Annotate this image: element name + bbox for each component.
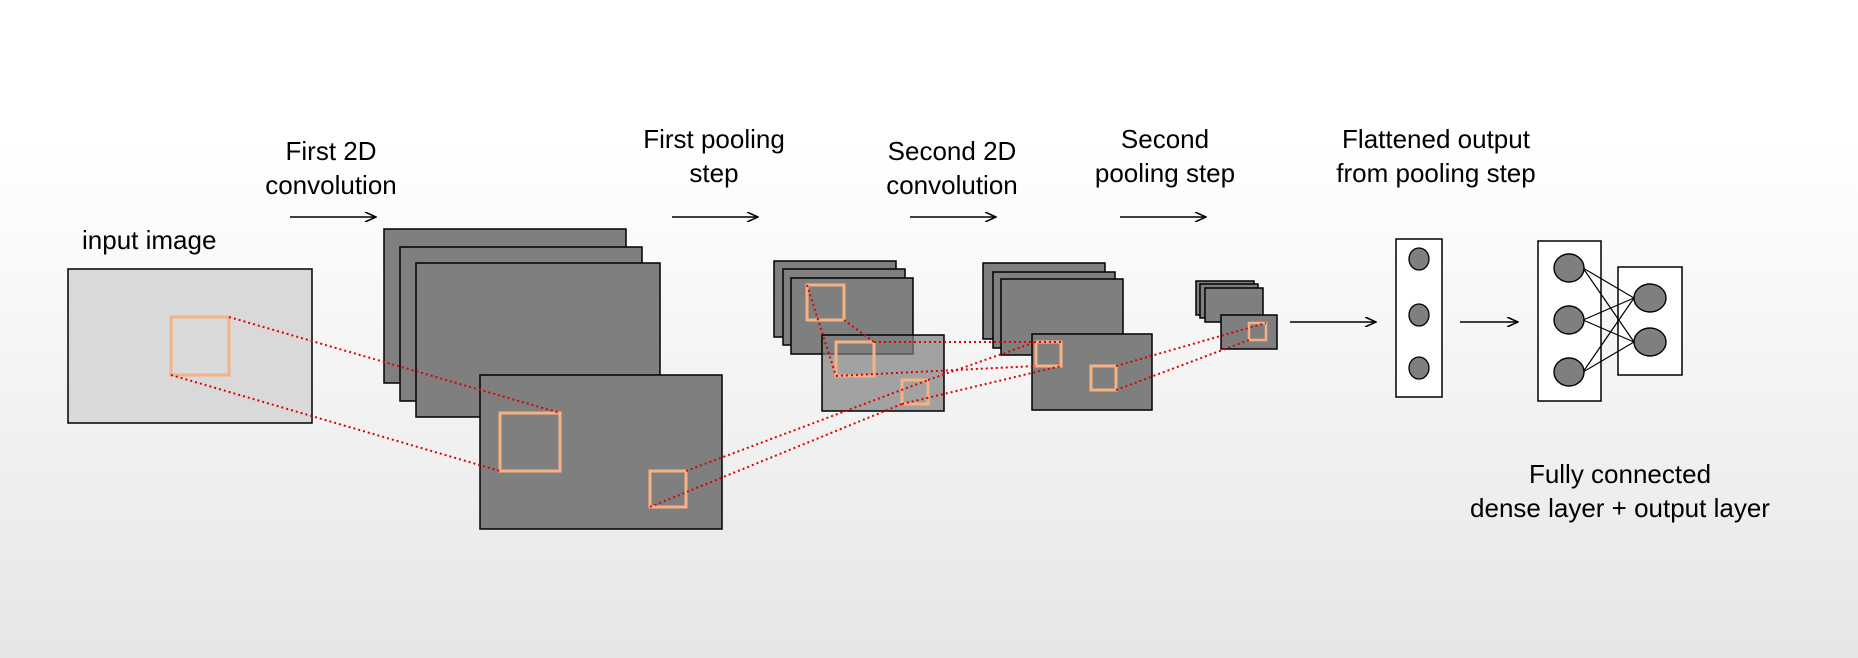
input-image (67, 268, 313, 424)
dense-node (1553, 357, 1585, 387)
label-dense-line1: Fully connected (1528, 459, 1712, 489)
output-node (1633, 327, 1667, 357)
dense-node (1553, 305, 1585, 335)
label-first-conv-line1: First 2D (285, 136, 377, 166)
flattened-node (1408, 303, 1430, 327)
conv2-kernel-window-small (1089, 364, 1118, 392)
label-flattened-line2: from pooling step (1336, 158, 1536, 188)
label-input-image: input image (82, 225, 217, 255)
output-node (1633, 283, 1667, 313)
label-first-pool: First pooling step (624, 122, 804, 190)
pool1-map-zoomed (821, 334, 945, 412)
label-second-conv: Second 2D convolution (862, 134, 1042, 202)
receptive-field-lines (170, 284, 1267, 508)
label-flattened-line1: Flattened output (1342, 124, 1530, 154)
conv1-map-zoomed (479, 374, 723, 530)
label-first-pool-line2: step (689, 158, 739, 188)
label-second-conv-line1: Second 2D (887, 136, 1017, 166)
label-dense: Fully connected dense layer + output lay… (1440, 457, 1800, 525)
output-layer-box (1617, 266, 1683, 376)
input-kernel-window (169, 315, 231, 377)
conv2-kernel-window-top (1034, 340, 1063, 368)
label-second-pool: Second pooling step (1075, 122, 1255, 190)
dense-node (1553, 253, 1585, 283)
pool1-kernel-window-small (900, 378, 930, 406)
label-second-pool-line2: pooling step (1094, 158, 1236, 188)
conv1-kernel-window-large (498, 411, 562, 473)
label-flattened: Flattened output from pooling step (1306, 122, 1566, 190)
dense-connections (1582, 267, 1635, 373)
flattened-node (1408, 356, 1430, 380)
label-first-pool-line1: First pooling (643, 124, 785, 154)
label-dense-line2: dense layer + output layer (1470, 493, 1770, 523)
label-first-conv: First 2D convolution (241, 134, 421, 202)
flattened-node (1408, 247, 1430, 271)
pool1-kernel-window-mid (834, 340, 876, 378)
pool2-kernel-window (1247, 321, 1268, 342)
conv1-kernel-window-small (648, 469, 688, 509)
label-second-pool-line1: Second (1120, 124, 1210, 154)
pool1-kernel-window-top (805, 283, 846, 322)
label-second-conv-line2: convolution (886, 170, 1018, 200)
label-first-conv-line2: convolution (265, 170, 397, 200)
